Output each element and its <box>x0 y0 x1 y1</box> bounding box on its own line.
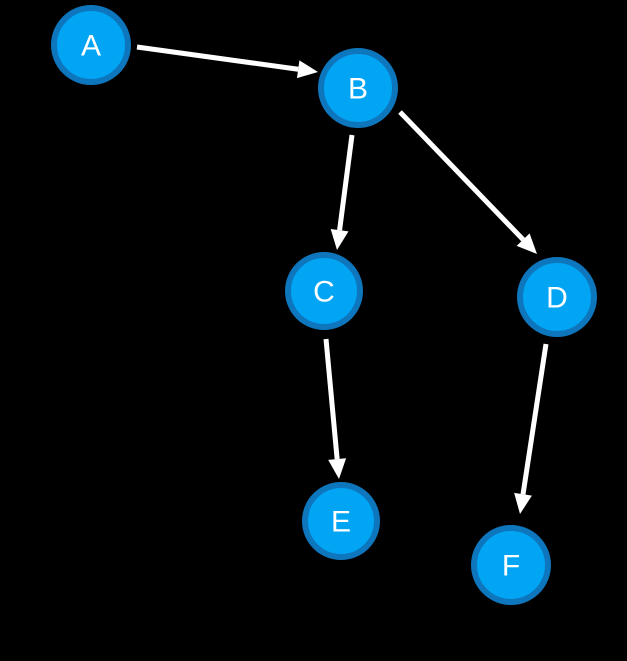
edge-line <box>323 338 340 460</box>
node-label: D <box>546 282 568 315</box>
edges-layer <box>136 44 549 514</box>
arrowhead-icon <box>330 229 349 250</box>
graph-edge <box>398 110 537 254</box>
arrowhead-icon <box>516 233 537 254</box>
node-label: C <box>313 276 335 309</box>
edge-line <box>398 110 525 242</box>
arrowhead-icon <box>328 458 347 479</box>
edge-line <box>520 343 549 495</box>
graph-edge <box>136 44 318 79</box>
node-circle[interactable] <box>302 482 380 560</box>
node-label: A <box>81 30 101 63</box>
arrowhead-icon <box>296 60 318 79</box>
node-circle[interactable] <box>517 257 597 337</box>
arrowhead-icon <box>514 492 532 514</box>
node-circle[interactable] <box>471 525 551 605</box>
edge-line <box>337 134 355 231</box>
graph-node-d[interactable]: D <box>517 257 597 337</box>
edge-line <box>136 44 299 72</box>
node-label: B <box>348 73 368 106</box>
graph-edge <box>514 343 549 514</box>
graph-node-e[interactable]: E <box>302 482 380 560</box>
node-circle[interactable] <box>318 48 398 128</box>
node-label: E <box>331 506 351 539</box>
graph-node-b[interactable]: B <box>318 48 398 128</box>
graph-node-c[interactable]: C <box>285 252 363 330</box>
graph-node-f[interactable]: F <box>471 525 551 605</box>
node-circle[interactable] <box>51 5 131 85</box>
nodes-layer: A B C D E F <box>51 5 597 605</box>
graph-edge <box>323 338 347 479</box>
node-circle[interactable] <box>285 252 363 330</box>
node-label: F <box>502 550 520 583</box>
graph-edge <box>330 134 355 250</box>
graph-node-a[interactable]: A <box>51 5 131 85</box>
